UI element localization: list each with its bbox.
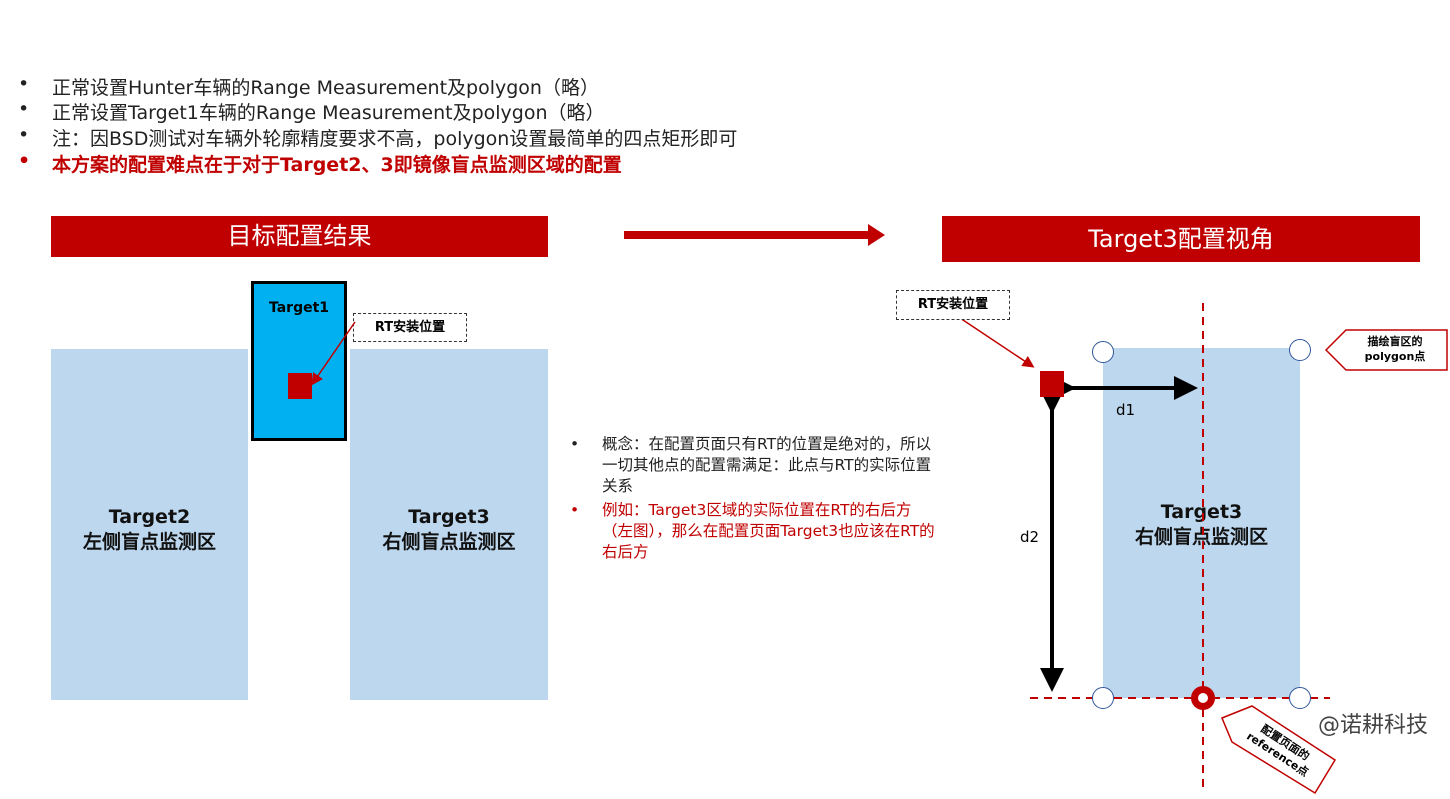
target2-zone — [51, 349, 248, 700]
polygon-point-icon — [1289, 687, 1311, 709]
concept-text: •概念：在配置页面只有RT的位置是绝对的，所以一切其他点的配置需满足：此点与RT… — [570, 435, 932, 495]
target3-zone — [350, 349, 548, 700]
example-text: •例如：Target3区域的实际位置在RT的右后方（左图），那么在配置页面Tar… — [570, 501, 935, 561]
rt-callout: RT安装位置 — [353, 313, 467, 342]
left-header: 目标配置结果 — [51, 216, 548, 257]
rt-marker — [288, 373, 312, 399]
target1-label: Target1 — [268, 300, 330, 316]
rt-marker-right — [1040, 371, 1064, 397]
polygon-callout: 描绘盲区的polygon点 — [1364, 335, 1426, 363]
d1-label: d1 — [1116, 401, 1136, 419]
right-header: Target3配置视角 — [942, 216, 1420, 262]
rt-callout-right: RT安装位置 — [896, 290, 1010, 320]
transition-arrow — [624, 224, 885, 246]
polygon-point-icon — [1092, 341, 1114, 363]
target3-config-zone — [1103, 348, 1300, 698]
polygon-point-icon — [1092, 687, 1114, 709]
d2-label: d2 — [1020, 528, 1040, 546]
polygon-point-icon — [1289, 339, 1311, 361]
watermark: @诺耕科技 — [1318, 713, 1429, 738]
